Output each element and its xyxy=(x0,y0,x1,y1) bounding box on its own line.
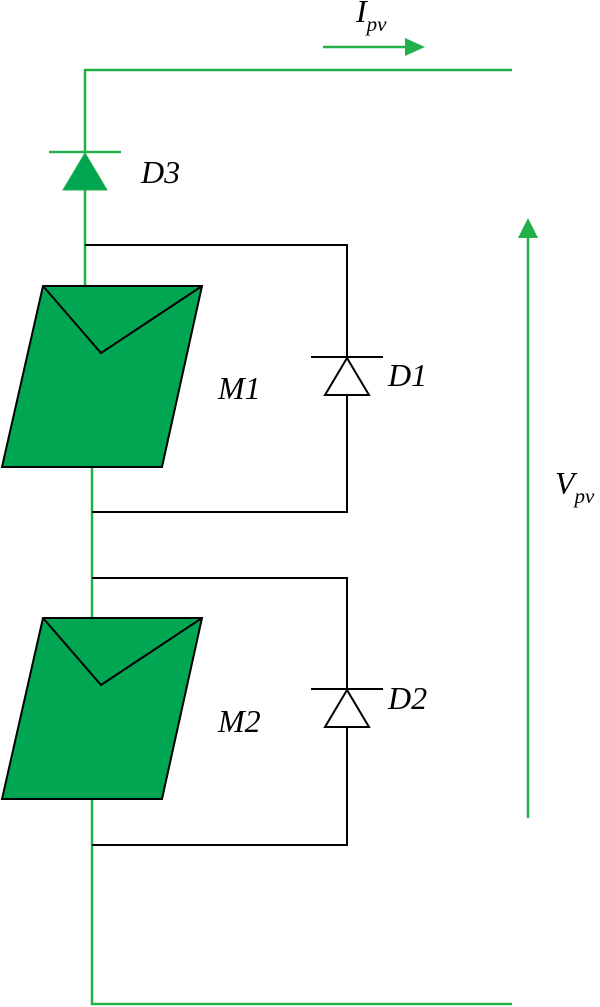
d1-label: D1 xyxy=(387,357,427,393)
m1-panel xyxy=(0,285,204,468)
d2-triangle xyxy=(323,688,371,728)
voltage-symbol: V xyxy=(555,465,578,501)
bypass-d2-bottom-wire xyxy=(92,727,348,846)
blocking-diode-d3 xyxy=(49,150,121,191)
current-subscript: pv xyxy=(365,12,388,36)
bypass-diode-d2 xyxy=(311,688,383,728)
pv-module-m2 xyxy=(0,617,204,800)
current-symbol: I xyxy=(355,0,368,29)
bypass-d1-top-wire xyxy=(85,244,348,357)
m2-panel-chevron xyxy=(42,617,203,687)
d3-label: D3 xyxy=(140,154,180,190)
m2-panel xyxy=(0,617,204,800)
m1-label: M1 xyxy=(217,370,261,406)
voltage-arrow-head xyxy=(518,218,538,238)
bypass-wiring xyxy=(85,244,348,846)
pv-module-m1 xyxy=(0,285,204,468)
d1-triangle xyxy=(323,356,371,396)
bypass-d2-top-wire xyxy=(92,577,348,689)
voltage-arrow xyxy=(518,218,538,818)
d3-triangle xyxy=(62,152,108,191)
top-output-wire xyxy=(83,68,512,152)
main-string-wire xyxy=(83,68,512,1006)
m2-label: M2 xyxy=(217,703,261,739)
voltage-label: Vpv xyxy=(555,465,595,508)
d2-label: D2 xyxy=(387,680,427,716)
bypass-d1-bottom-wire xyxy=(92,395,348,513)
current-arrow xyxy=(323,38,425,56)
bypass-diode-d1 xyxy=(311,356,383,396)
voltage-subscript: pv xyxy=(573,484,596,508)
current-arrow-head xyxy=(405,38,425,56)
m1-panel-chevron xyxy=(42,285,203,355)
current-label: Ipv xyxy=(355,0,387,36)
bottom-return-wire xyxy=(90,799,512,1006)
